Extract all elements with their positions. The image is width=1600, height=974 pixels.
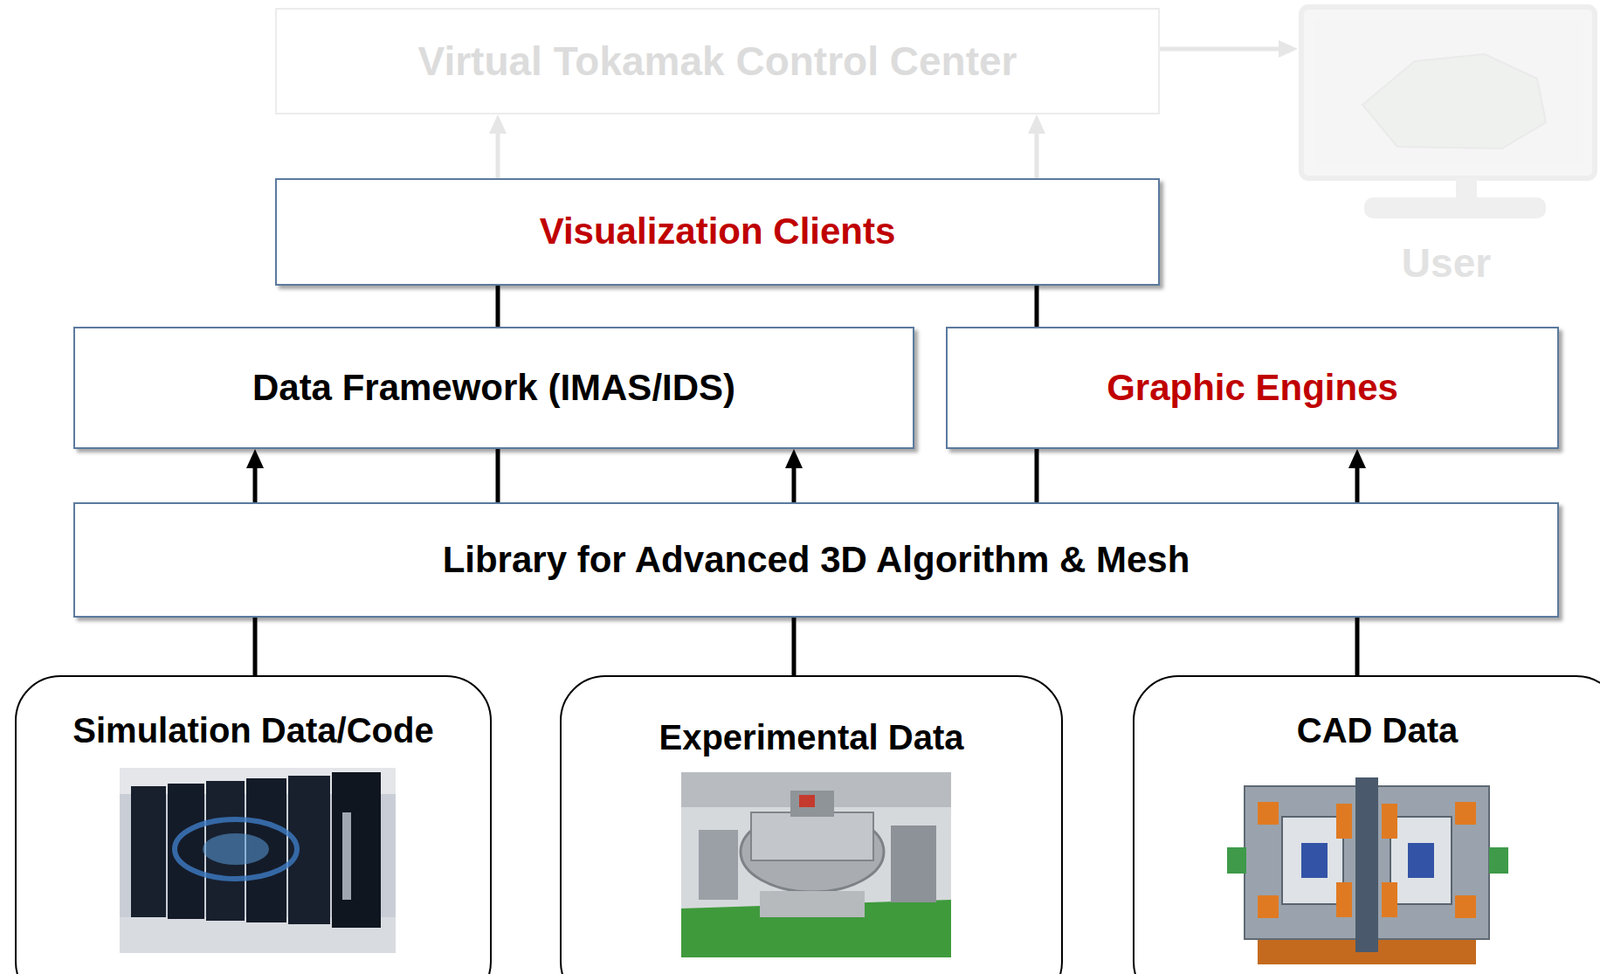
layer-box: Data Framework (IMAS/IDS) (73, 326, 915, 449)
cad-cross-section (1227, 777, 1509, 965)
connector-line (496, 285, 501, 327)
tokamak-body (751, 812, 874, 861)
connector (497, 285, 499, 327)
monitor-base (1364, 197, 1546, 219)
tokamak-top (790, 790, 835, 817)
cad-component (1301, 842, 1328, 878)
layer-box: Graphic Engines (945, 326, 1559, 449)
monitor-screen (1301, 6, 1595, 179)
cad-vessel (1282, 816, 1344, 904)
cad-vessel (1390, 816, 1452, 904)
cad-coil (1257, 801, 1279, 825)
source-box: Simulation Data/Code (14, 675, 492, 974)
tokamak-body (740, 811, 884, 892)
arrowhead (785, 448, 803, 469)
rack-stripe (342, 812, 352, 900)
cad-coil (1336, 882, 1352, 918)
connector-line (1034, 130, 1040, 179)
cad-component (1407, 842, 1435, 878)
connector (489, 114, 507, 179)
connector (1159, 40, 1298, 58)
node-label: Library for Advanced 3D Algorithm & Mesh (442, 538, 1191, 581)
monitor-neck (1455, 178, 1477, 200)
connector (1348, 448, 1366, 503)
connector-line (1034, 448, 1040, 503)
connector-line (253, 464, 258, 503)
facility-sketch (1362, 54, 1546, 149)
connector (1036, 285, 1038, 327)
node-label: Simulation Data/Code (72, 710, 434, 751)
user-node: User (1297, 5, 1595, 287)
arrowhead (1348, 448, 1366, 469)
cad-coil (1257, 895, 1279, 918)
rack (131, 786, 166, 918)
tokamak-photo (681, 772, 952, 958)
source-box: CAD Data (1132, 675, 1600, 974)
connector-line (1355, 617, 1360, 676)
cad-port (1227, 847, 1247, 874)
cad-coil (1455, 801, 1476, 825)
node-label: Graphic Engines (1106, 366, 1399, 409)
connector-line (792, 617, 797, 676)
arrowhead (1027, 114, 1046, 134)
node-label: User (1401, 240, 1491, 287)
node-label: Experimental Data (658, 717, 964, 758)
connector-line (1355, 464, 1360, 503)
cad-coil (1381, 803, 1398, 839)
monitor-display (1313, 19, 1583, 166)
cad-central-column (1355, 777, 1379, 952)
supercomputer-photo (119, 767, 396, 953)
equipment (698, 829, 738, 900)
node-label: Data Framework (IMAS/IDS) (252, 366, 736, 409)
connector (246, 448, 264, 503)
source-box: Experimental Data (559, 675, 1063, 974)
connector-line (792, 464, 797, 503)
connector (255, 617, 256, 676)
cad-coil (1336, 803, 1352, 839)
layer-box: Library for Advanced 3D Algorithm & Mesh (73, 502, 1559, 618)
cad-coil (1455, 895, 1476, 918)
cad-port (1489, 847, 1509, 874)
monitor-icon (1301, 6, 1595, 219)
connector (785, 448, 803, 503)
connector (497, 448, 499, 503)
faded-box: Virtual Tokamak Control Center (275, 7, 1160, 115)
connector (1036, 448, 1038, 503)
arrowhead (246, 448, 264, 469)
connector-line (253, 617, 258, 676)
connector-line (1159, 47, 1283, 52)
node-label: Visualization Clients (539, 210, 897, 253)
connector (793, 617, 795, 676)
rack (331, 772, 381, 928)
cad-coil (1381, 882, 1398, 918)
arrowhead (1278, 40, 1298, 58)
connector (1027, 114, 1046, 179)
photo-ground (119, 767, 396, 953)
plasma-art (174, 819, 297, 879)
node-label: Virtual Tokamak Control Center (418, 38, 1018, 85)
connector-line (496, 130, 501, 179)
node-label: CAD Data (1296, 710, 1458, 751)
connector-line (1034, 285, 1040, 327)
connector-line (496, 448, 501, 503)
photo-ground (681, 772, 952, 958)
platform (759, 890, 865, 918)
plasma-art (202, 833, 269, 865)
arrowhead (489, 114, 507, 134)
equipment (890, 825, 937, 903)
connector (1357, 617, 1359, 676)
layer-box: Visualization Clients (275, 178, 1160, 286)
logo-patch (799, 794, 815, 807)
